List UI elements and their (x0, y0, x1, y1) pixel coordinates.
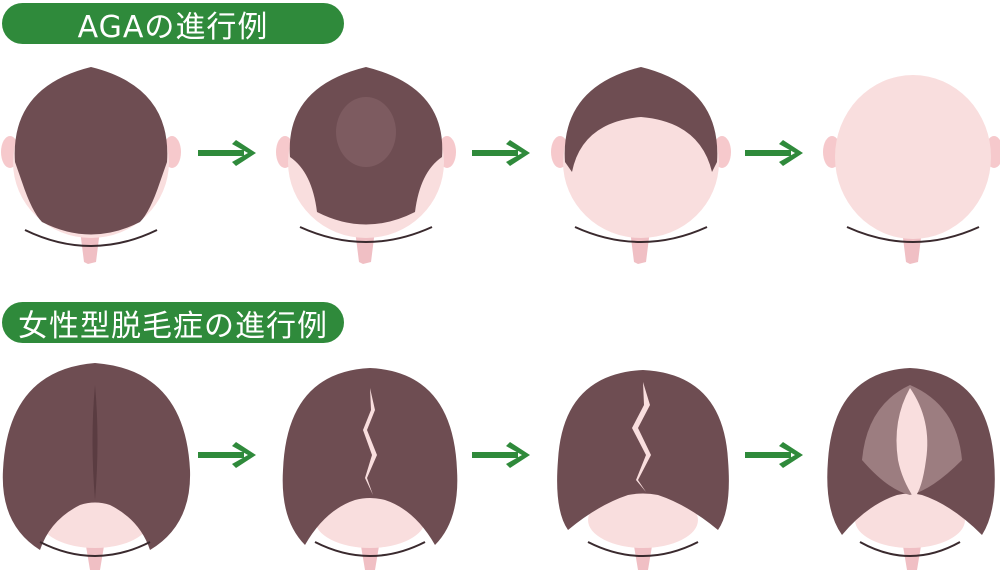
aga-head-stage-4 (823, 75, 1000, 264)
aga-section-title: AGAの進行例 (2, 3, 344, 45)
arrow-right-icon (745, 140, 803, 166)
aga-head-stage-1 (1, 67, 181, 264)
arrow-right-icon (472, 442, 530, 468)
aga-title-text: AGAの進行例 (77, 9, 269, 45)
arrow-right-icon (198, 442, 256, 468)
aga-head-stage-3 (551, 67, 731, 264)
fpl-head-stage-3 (557, 370, 729, 570)
fpl-section-title: 女性型脱毛症の進行例 (2, 302, 344, 344)
arrow-right-icon (472, 140, 530, 166)
fpl-head-stage-4 (827, 368, 995, 570)
arrow-right-icon (198, 140, 256, 166)
fpl-title-text: 女性型脱毛症の進行例 (18, 308, 328, 344)
aga-head-stage-2 (276, 67, 456, 264)
arrow-right-icon (745, 442, 803, 468)
fpl-head-stage-2 (282, 368, 458, 570)
fpl-head-stage-1 (2, 363, 191, 570)
